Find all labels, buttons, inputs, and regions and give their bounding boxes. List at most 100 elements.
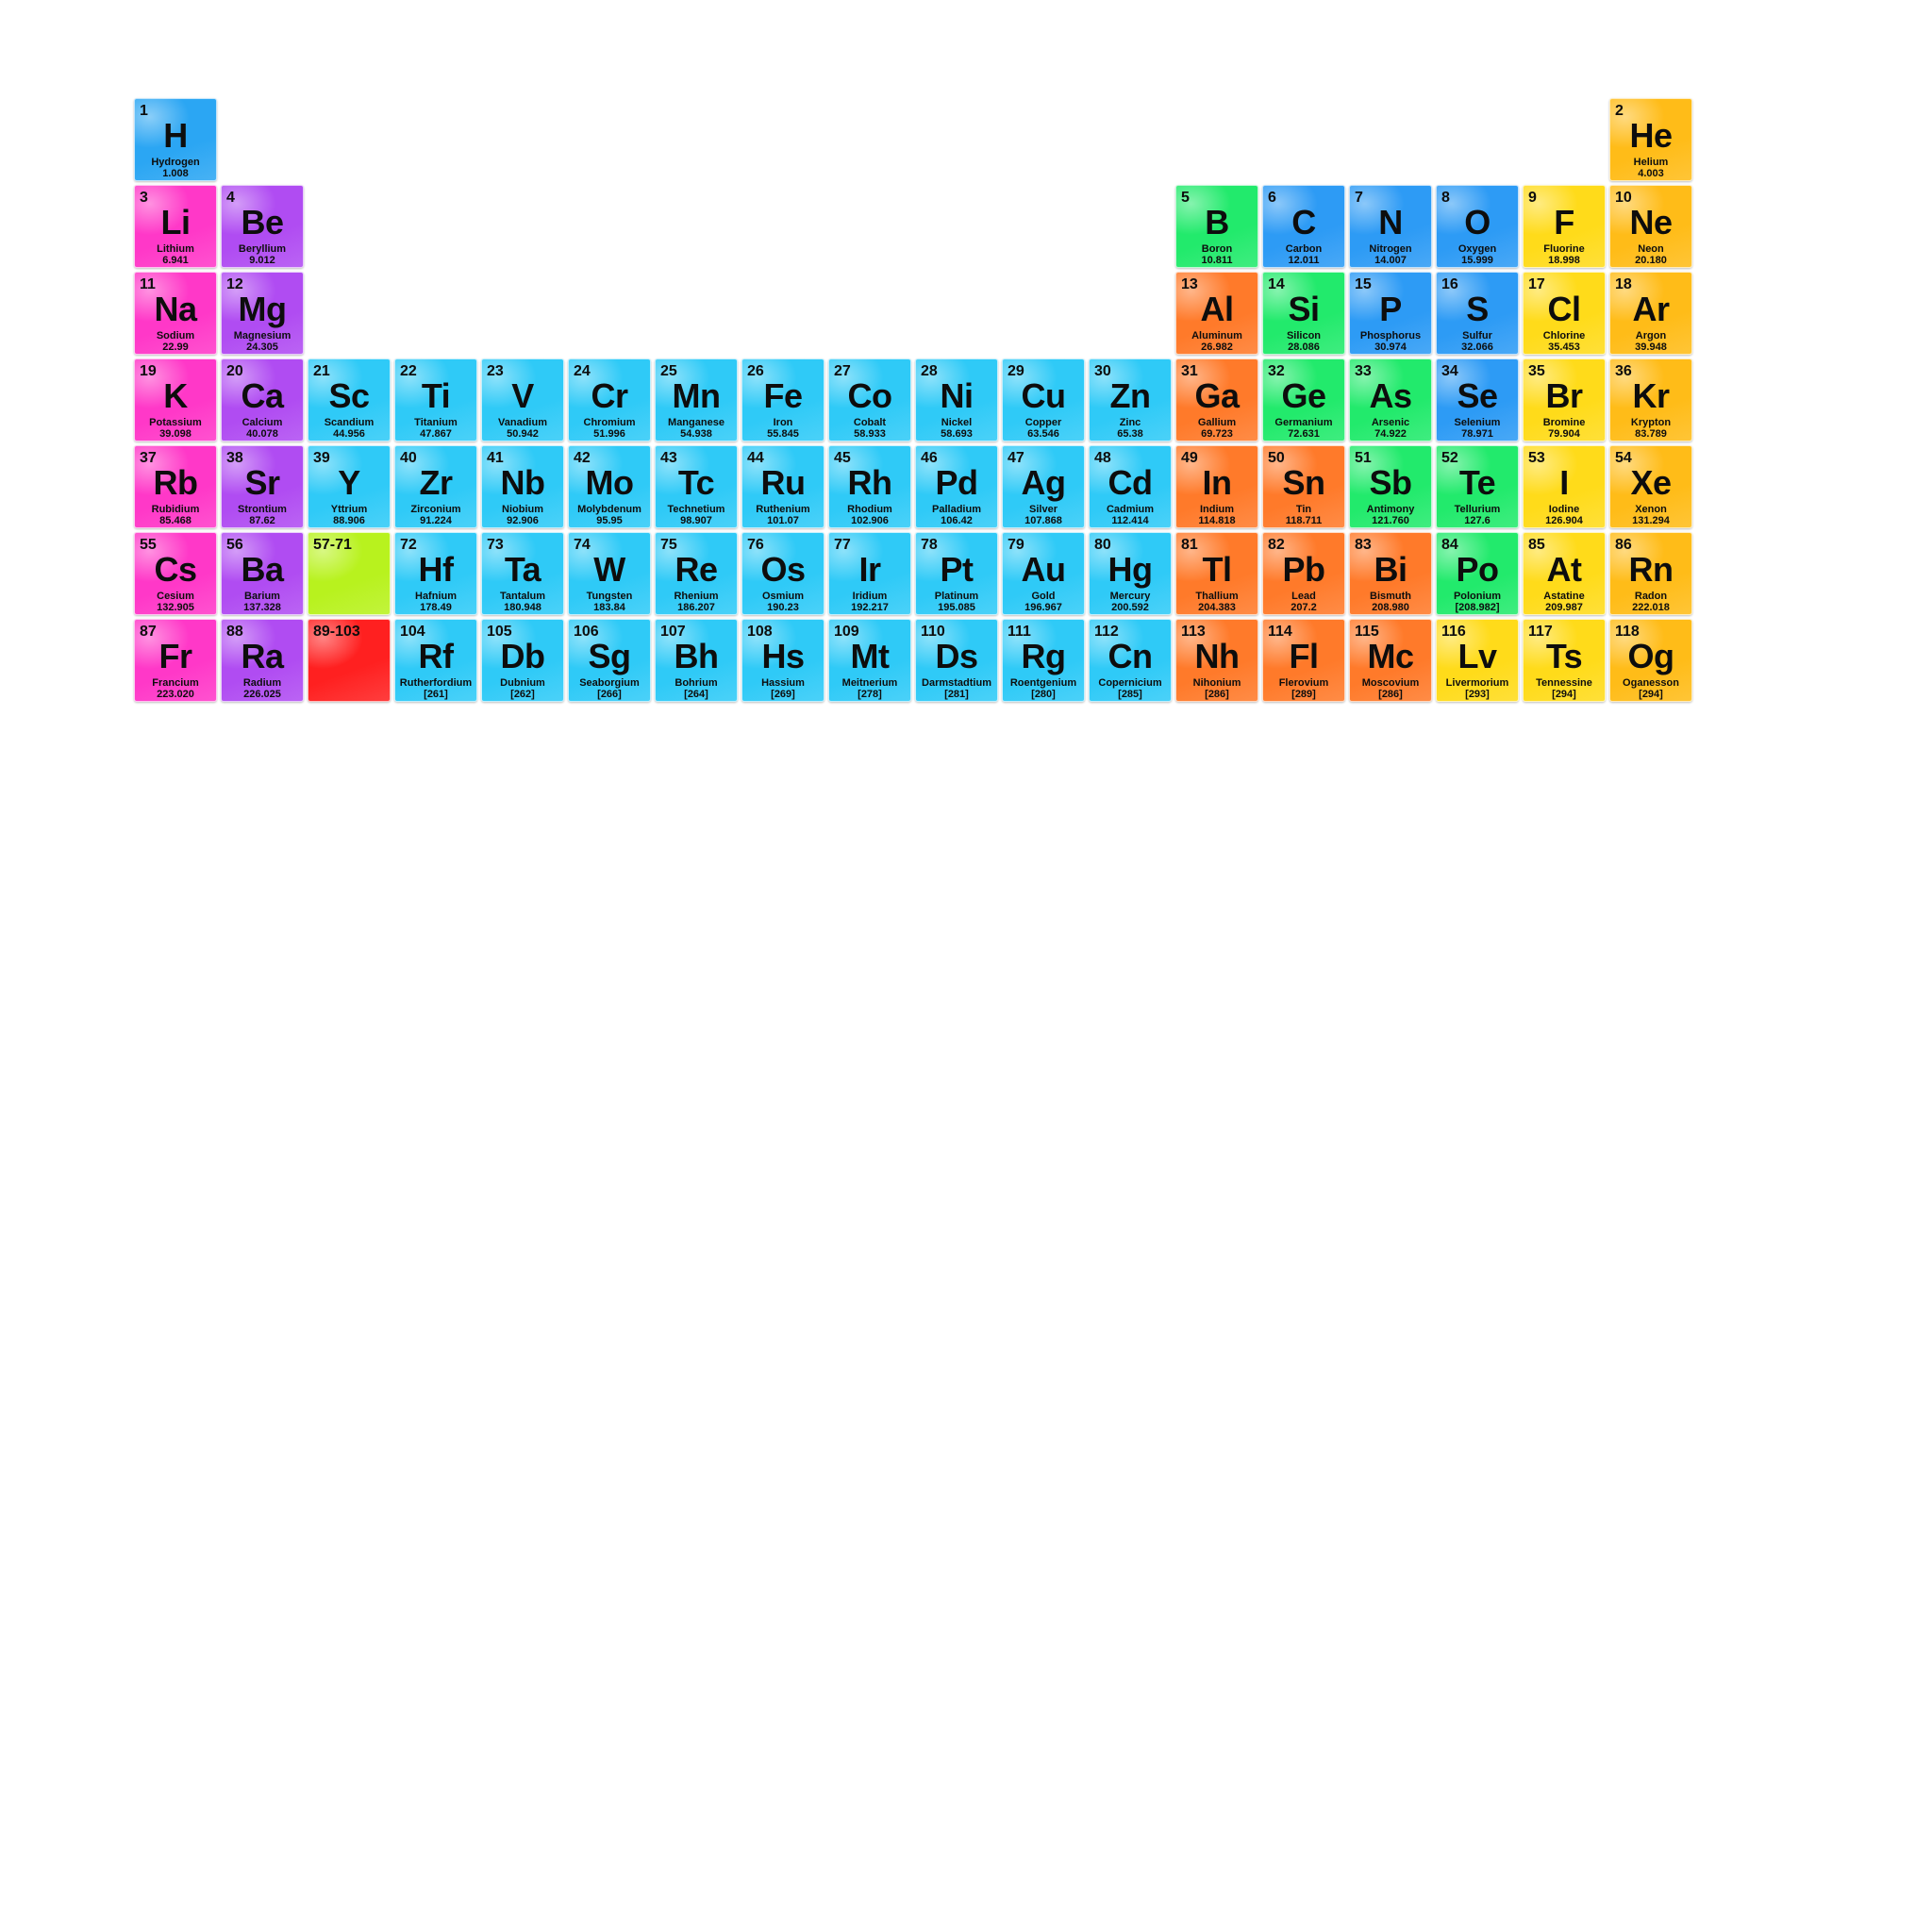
- atomic-number: 45: [834, 450, 851, 466]
- element-name: Manganese: [668, 417, 724, 428]
- element-symbol: Br: [1545, 376, 1583, 415]
- atomic-mass: [294]: [1639, 689, 1663, 700]
- lanthanide-series-placeholder[interactable]: 57-71: [308, 532, 391, 615]
- element-symbol: Ts: [1545, 637, 1583, 675]
- element-name: Sodium: [156, 330, 195, 341]
- atomic-number: 35: [1528, 363, 1545, 379]
- actinide-series-placeholder[interactable]: 89-103: [308, 619, 391, 702]
- element-name: Hafnium: [415, 591, 457, 602]
- element-name: Astatine: [1543, 591, 1585, 602]
- element-name: Silver: [1029, 504, 1058, 515]
